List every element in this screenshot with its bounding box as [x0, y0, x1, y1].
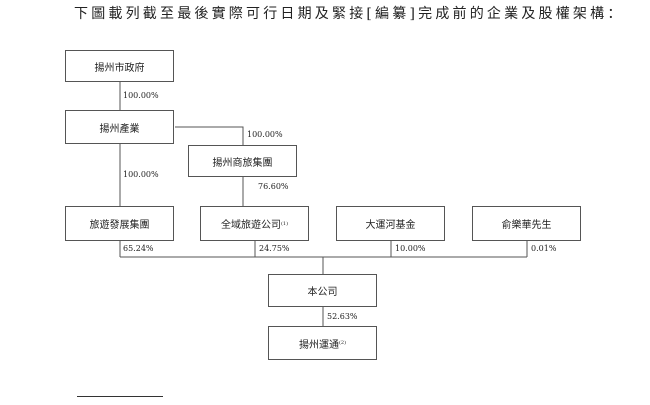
pct-tourism-dev-company: 65.24%	[123, 244, 154, 253]
entity-yangzhou-industry: 揚州產業	[65, 110, 174, 144]
entity-quanyu-tourism: 全域旅遊公司(1)	[200, 206, 309, 241]
entity-yangzhou-yuntong: 揚州運通(2)	[268, 326, 377, 360]
pct-company-yuntong: 52.63%	[327, 312, 358, 321]
pct-industry-commerce: 100.00%	[247, 130, 283, 139]
footnote-ref: (1)	[280, 220, 289, 227]
entity-name: 揚州運通	[298, 339, 339, 351]
entity-grand-canal-fund: 大運河基金	[336, 206, 445, 241]
entity-name: 全域旅遊公司	[220, 220, 281, 231]
pct-canal-company: 10.00%	[395, 244, 426, 253]
section-intro: 下圖載列截至最後實際可行日期及緊接[編纂]完成前的企業及股權架構：	[74, 6, 625, 22]
pct-gov-industry: 100.00%	[123, 91, 159, 100]
pct-yu-company: 0.01%	[531, 244, 557, 253]
entity-yangzhou-gov: 揚州市政府	[65, 50, 174, 82]
entity-mr-yu: 俞樂華先生	[472, 206, 581, 241]
footnote-divider	[77, 396, 163, 397]
pct-industry-tourism-dev: 100.00%	[123, 170, 159, 179]
entity-tourism-dev-group: 旅遊發展集團	[65, 206, 174, 241]
pct-quanyu-company: 24.75%	[259, 244, 290, 253]
pct-commerce-quanyu: 76.60%	[258, 182, 289, 191]
entity-company: 本公司	[268, 274, 377, 307]
entity-commerce-tourism-group: 揚州商旅集團	[188, 145, 297, 177]
footnote-ref: (2)	[338, 340, 347, 346]
